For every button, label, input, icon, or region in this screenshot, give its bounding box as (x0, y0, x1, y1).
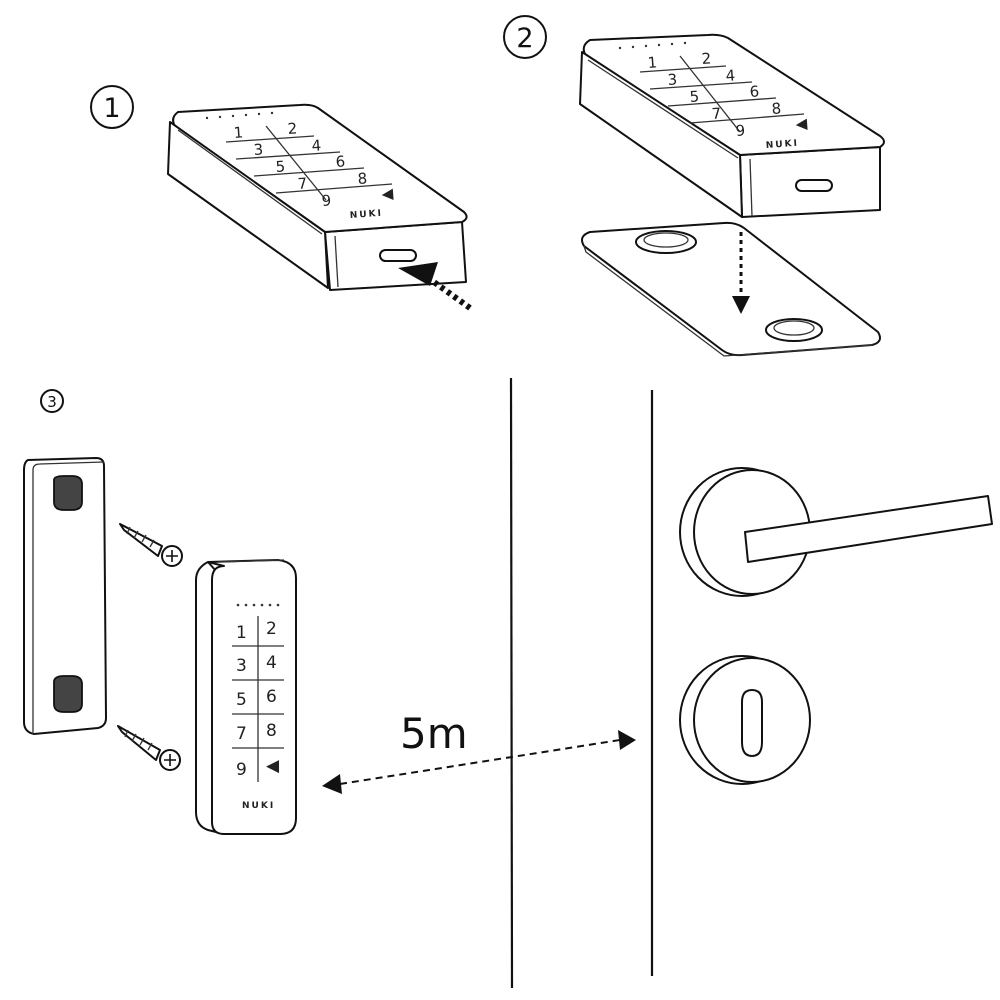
keypad-2-side (579, 51, 743, 218)
step-3-group: 3 (23, 377, 993, 989)
keyhole-rosette (679, 655, 811, 785)
arrow-key-step2: ◀ (795, 114, 808, 133)
keypad-step-2: 1 2 3 4 5 6 7 8 9 ◀ NUKI (579, 33, 885, 218)
handle-lever (744, 495, 993, 563)
keypad-2-port (795, 179, 833, 192)
brand-step2: NUKI (766, 139, 800, 151)
key-1-step2: 1 (647, 53, 658, 72)
key-3-step1: 3 (253, 140, 264, 159)
keypad-2-grid (639, 55, 805, 133)
key-4-step3: 4 (266, 653, 277, 673)
step-3-number: 3 (47, 393, 57, 411)
insert-arrow (398, 262, 472, 311)
screw-top (119, 523, 183, 567)
keypad-step-1: 1 2 3 4 5 6 7 8 9 ◀ NUKI (167, 103, 468, 291)
key-5-step2: 5 (689, 87, 700, 106)
key-1-step3: 1 (236, 623, 247, 643)
keypad-3-keys: 1 2 3 4 5 6 7 8 9 ◀ NUKI (236, 619, 280, 811)
step-2-number: 2 (516, 23, 533, 54)
brand-step1: NUKI (350, 209, 384, 221)
key-2-step1: 2 (287, 119, 298, 138)
distance-label: 5m (400, 709, 468, 758)
key-5-step3: 5 (236, 690, 247, 710)
step-3-circle (40, 389, 64, 413)
arrow-key-step3: ◀ (266, 756, 280, 776)
plate-hole-top (53, 475, 83, 511)
door-frame-line (509, 377, 514, 989)
plate-magnet-bottom (765, 318, 823, 342)
keypad-3-dots (236, 603, 280, 607)
key-2-step3: 2 (266, 619, 277, 639)
plate-hole-bottom (53, 675, 83, 713)
keypad-2-top (582, 33, 885, 156)
step-1-circle (90, 85, 134, 129)
distance-indicator: 5m (322, 709, 636, 794)
keypad-3-grid (232, 616, 284, 782)
keypad-2-dots (618, 41, 687, 50)
keypad-1-keys: 1 2 3 4 5 6 7 8 9 ◀ NUKI (233, 119, 394, 221)
key-1-step1: 1 (233, 123, 244, 142)
key-9-step3: 9 (236, 760, 247, 780)
key-2-step2: 2 (701, 49, 712, 68)
door-handle (679, 467, 993, 597)
key-8-step1: 8 (357, 169, 368, 188)
mounting-plate-step2 (581, 221, 881, 357)
key-5-step1: 5 (275, 157, 286, 176)
distance-arrow-right (618, 730, 636, 750)
arrow-key-step1: ◀ (381, 184, 394, 203)
key-6-step1: 6 (335, 152, 346, 171)
key-4-step2: 4 (725, 66, 736, 85)
keypad-1-top (172, 103, 468, 233)
distance-arrow-left (322, 774, 342, 794)
keypad-1-side (167, 121, 329, 289)
key-7-step2: 7 (711, 104, 722, 123)
keypad-1-front (324, 221, 467, 291)
step-1-number: 1 (103, 93, 120, 124)
plate-magnet-top (635, 230, 697, 254)
step-1-group: 1 (90, 85, 472, 311)
step-2-group: 2 1 2 3 4 5 (503, 15, 885, 357)
door (509, 377, 654, 989)
key-6-step3: 6 (266, 687, 277, 707)
key-8-step3: 8 (266, 721, 277, 741)
key-6-step2: 6 (749, 82, 760, 101)
step-2-circle (503, 15, 547, 59)
keypad-1-grid (225, 125, 393, 201)
keyhole-icon (741, 689, 763, 757)
keypad-step-3: 1 2 3 4 5 6 7 8 9 ◀ NUKI (195, 559, 297, 835)
keypad-2-keys: 1 2 3 4 5 6 7 8 9 ◀ NUKI (647, 49, 808, 151)
key-8-step2: 8 (771, 99, 782, 118)
key-7-step1: 7 (297, 174, 308, 193)
key-9-step2: 9 (735, 121, 746, 140)
keypad-1-port (379, 249, 417, 262)
key-4-step1: 4 (311, 136, 322, 155)
screw-bottom (117, 725, 181, 771)
key-3-step2: 3 (667, 70, 678, 89)
keypad-1-dots (205, 111, 274, 120)
keypad-2-front (739, 146, 881, 218)
key-9-step1: 9 (321, 191, 332, 210)
wall-mounting-plate (23, 457, 107, 735)
key-7-step3: 7 (236, 724, 247, 744)
brand-step3: NUKI (242, 801, 275, 811)
key-3-step3: 3 (236, 656, 247, 676)
attach-arrow (732, 232, 750, 314)
